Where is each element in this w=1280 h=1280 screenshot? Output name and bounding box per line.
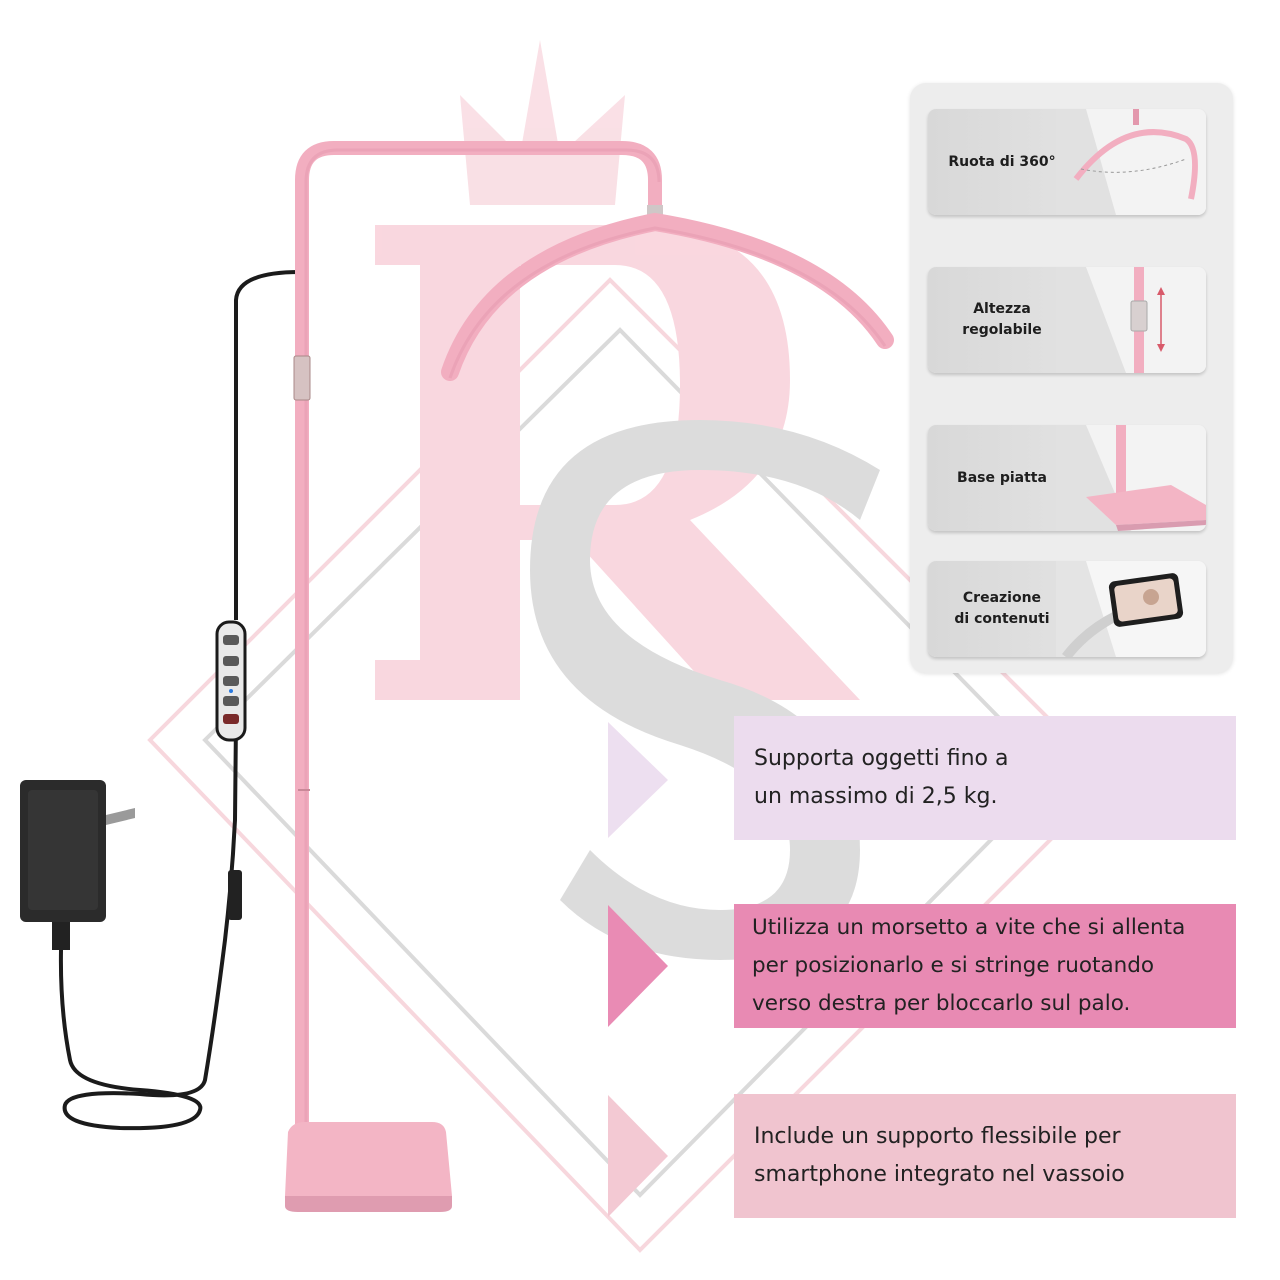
rotation-arc-icon [1056, 109, 1206, 215]
phone-holder-icon [1056, 561, 1206, 657]
feature-panel: Ruota di 360° Altezza regolabile Base pi… [910, 83, 1233, 673]
info-text-weight: Supporta oggetti fino a un massimo di 2,… [754, 746, 1009, 809]
feature-label: Altezza regolabile [962, 301, 1042, 338]
feature-card-content: Creazione di contenuti [928, 561, 1206, 657]
feature-label: Creazione di contenuti [954, 590, 1050, 627]
feature-card-rotation: Ruota di 360° [928, 109, 1206, 215]
flat-base-icon [1056, 425, 1206, 531]
feature-card-base: Base piatta [928, 425, 1206, 531]
power-adapter [20, 780, 135, 950]
feature-label: Ruota di 360° [948, 153, 1056, 170]
arrow-box1 [608, 722, 668, 838]
product-illustration [20, 141, 894, 1212]
feature-label: Base piatta [957, 469, 1047, 486]
feature-card-height: Altezza regolabile [928, 267, 1206, 373]
info-text-phone-holder: Include un supporto flessibile per smart… [754, 1124, 1125, 1187]
info-box-weight: Supporta oggetti fino a un massimo di 2,… [734, 716, 1236, 840]
info-box-phone-holder: Include un supporto flessibile per smart… [734, 1094, 1236, 1218]
info-text-clamp: Utilizza un morsetto a vite che si allen… [752, 915, 1186, 1016]
height-adjust-icon [1056, 267, 1206, 373]
info-box-clamp: Utilizza un morsetto a vite che si allen… [734, 904, 1236, 1028]
arrow-box3 [608, 1095, 668, 1217]
arrow-box2 [608, 905, 668, 1027]
dimmer-remote [215, 620, 247, 742]
